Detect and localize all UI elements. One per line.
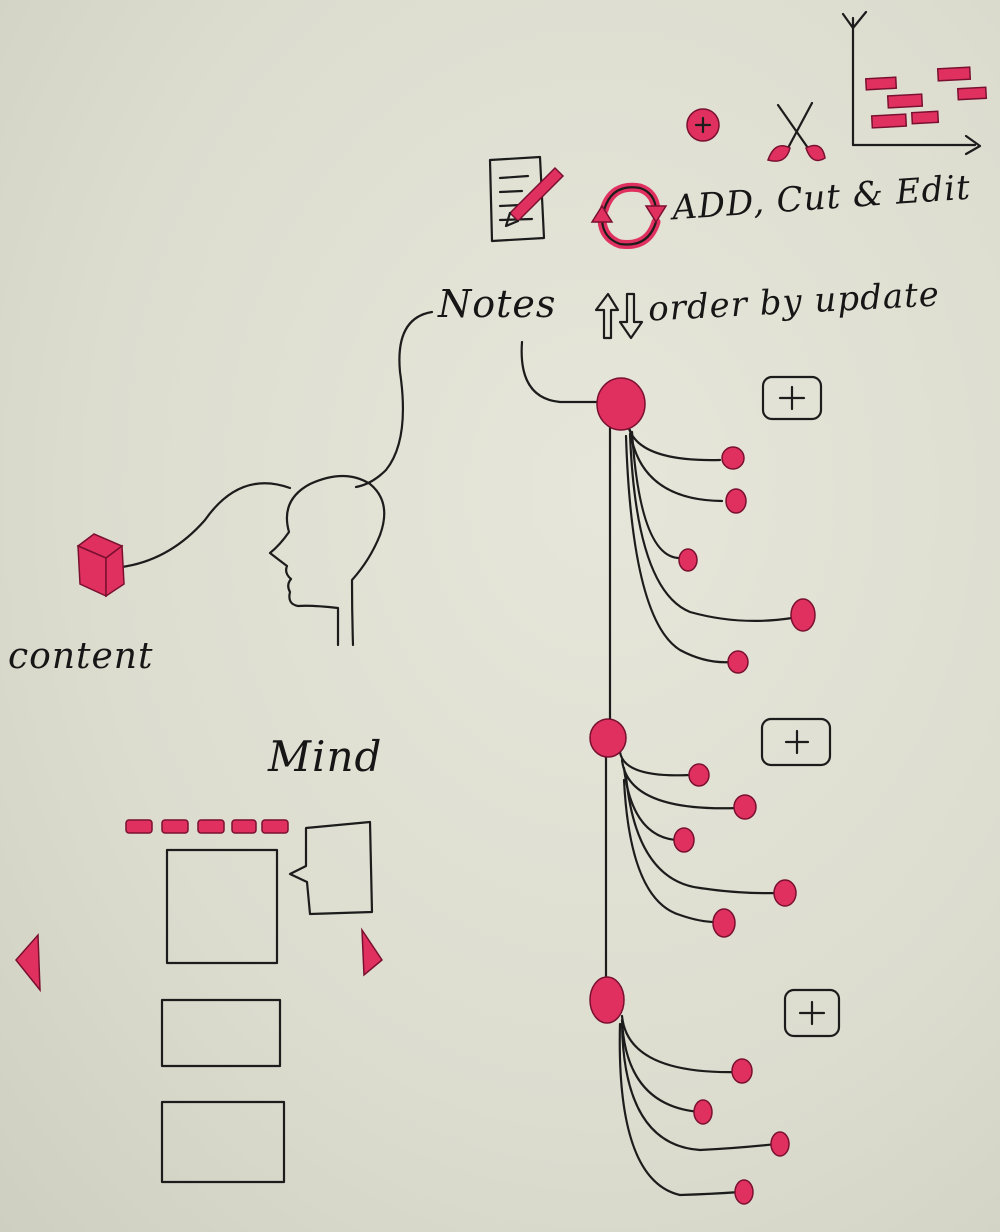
tree-leaf[interactable] <box>712 908 736 938</box>
head-profile-icon <box>268 474 386 647</box>
mind-page-dots[interactable] <box>125 819 289 834</box>
tree-group-2 <box>589 718 797 938</box>
add-note-button-1[interactable] <box>761 375 823 421</box>
tree-node-1[interactable] <box>596 377 646 431</box>
plus-icon <box>784 729 810 755</box>
mind-card-tertiary[interactable] <box>160 1100 286 1184</box>
tree-leaf[interactable] <box>721 446 745 470</box>
content-connector <box>120 482 292 569</box>
tree-leaf[interactable] <box>727 650 749 674</box>
scissors-icon[interactable] <box>767 101 826 162</box>
mind-callout-bubble <box>288 820 374 916</box>
tree-leaf[interactable] <box>673 827 695 853</box>
tree-leaf[interactable] <box>678 548 698 572</box>
tree-trunk <box>604 418 612 992</box>
notes-to-head-connector <box>354 310 434 489</box>
content-label: content <box>8 636 154 677</box>
tree-leaf[interactable] <box>733 794 757 820</box>
tree-node-3[interactable] <box>589 976 625 1024</box>
tree-leaf[interactable] <box>790 598 816 632</box>
mind-card-secondary[interactable] <box>160 998 282 1068</box>
refresh-cycle-icon[interactable] <box>590 182 668 250</box>
notes-label: Notes <box>438 282 557 326</box>
plus-icon <box>778 385 806 411</box>
tree-leaf[interactable] <box>731 1058 753 1084</box>
tree-leaf[interactable] <box>725 488 747 514</box>
notepad-pencil-icon[interactable] <box>488 155 565 243</box>
up-down-arrows-icon[interactable] <box>594 292 644 340</box>
add-note-button-2[interactable] <box>760 717 832 767</box>
block-chart-icon[interactable] <box>841 10 988 156</box>
tree-group-1 <box>596 377 816 674</box>
tree-node-2[interactable] <box>589 718 627 758</box>
mind-card-main[interactable] <box>165 848 279 965</box>
tree-leaf[interactable] <box>688 763 710 787</box>
mind-label: Mind <box>268 732 383 781</box>
add-circle-icon[interactable] <box>686 108 720 142</box>
left-arrow-icon[interactable] <box>15 933 41 993</box>
tree-group-3 <box>589 976 790 1205</box>
tree-leaf[interactable] <box>693 1099 713 1125</box>
plus-icon <box>798 1000 826 1026</box>
notes-to-root-connector <box>520 340 602 404</box>
cube-icon[interactable] <box>76 533 125 598</box>
add-note-button-3[interactable] <box>783 988 841 1038</box>
tree-leaf[interactable] <box>734 1179 754 1205</box>
tree-leaf[interactable] <box>770 1131 790 1157</box>
tree-leaf[interactable] <box>773 879 797 907</box>
right-arrow-icon[interactable] <box>361 927 383 977</box>
